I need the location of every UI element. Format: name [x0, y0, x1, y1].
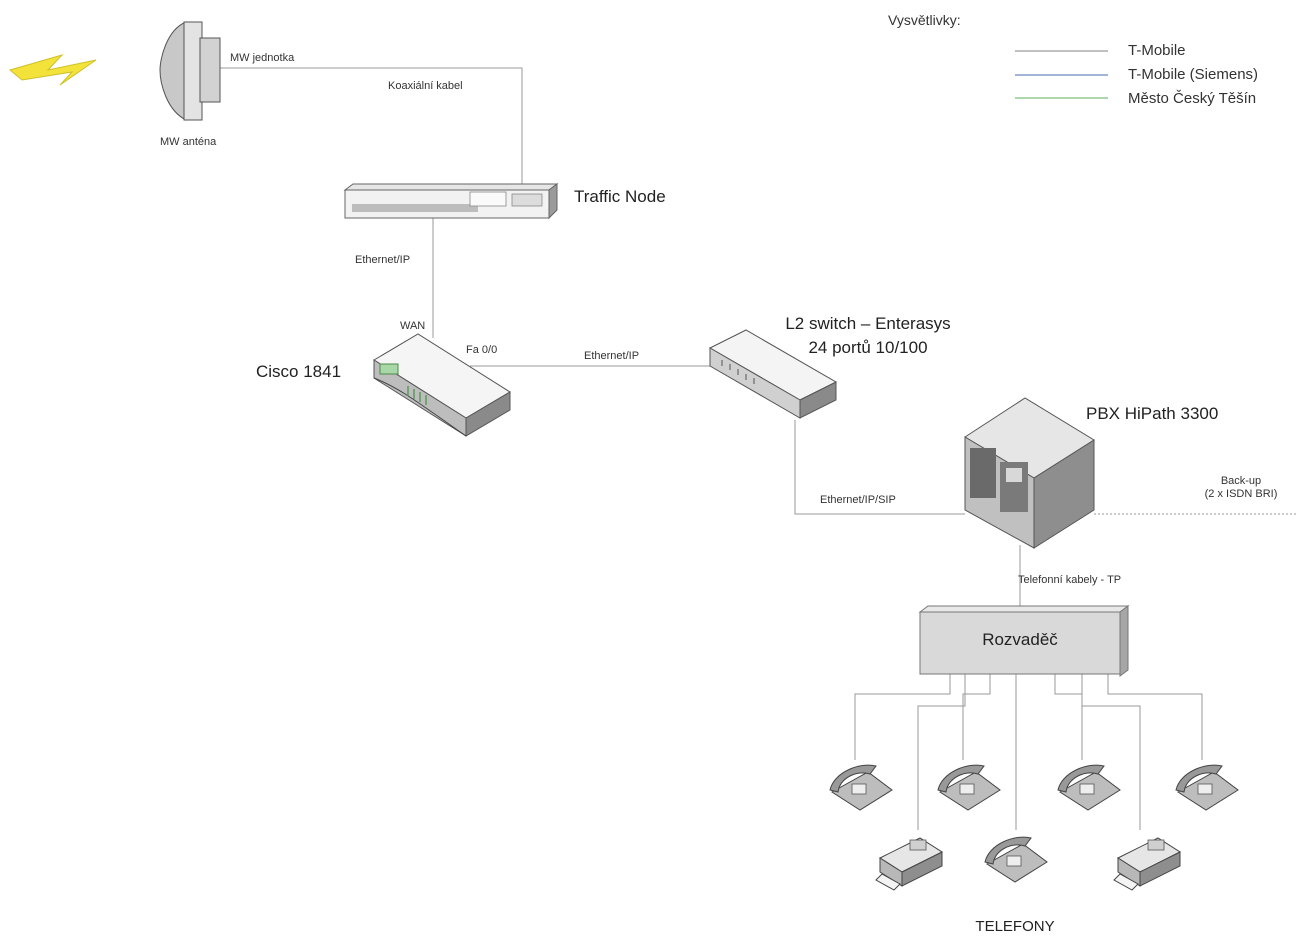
backup-label-line2: (2 x ISDN BRI)	[1204, 488, 1278, 500]
pbx-icon	[964, 397, 1095, 549]
phones-label: TELEFONY	[975, 918, 1055, 935]
connection-lines	[220, 67, 1296, 830]
phone-line-5	[1054, 672, 1083, 760]
mw-unit-label: MW jednotka	[230, 52, 295, 64]
traffic-node-label: Traffic Node	[574, 187, 666, 206]
fax-machine-icon	[875, 837, 944, 891]
fa-port-label: Fa 0/0	[466, 344, 498, 356]
coax-cable-label: Koaxiální kabel	[388, 80, 463, 92]
legend-swatches	[1015, 50, 1108, 99]
mw-antenna-label: MW anténa	[160, 136, 217, 148]
cisco-router-icon	[373, 333, 511, 437]
pbx-label: PBX HiPath 3300	[1086, 404, 1219, 423]
distributor-icon	[918, 605, 1130, 677]
phone-line-7	[1107, 672, 1203, 760]
mw-antenna-icon	[159, 21, 221, 121]
phone-line-6	[1081, 672, 1141, 830]
desk-phone-icon	[1175, 764, 1239, 811]
legend-title: Vysvětlivky:	[888, 12, 961, 28]
desk-phone-icon	[984, 836, 1048, 883]
phone-line-1	[854, 672, 951, 760]
backup-label-line1: Back-up	[1220, 475, 1262, 487]
cisco-router-label: Cisco 1841	[256, 362, 342, 381]
phones-group	[829, 764, 1239, 891]
phone-line-3	[962, 672, 991, 760]
microwave-lightning-icon	[8, 54, 97, 86]
desk-phone-icon	[829, 764, 893, 811]
ethernet-router-switch-label: Ethernet/IP	[584, 350, 640, 362]
ethernet-switch-pbx-label: Ethernet/IP/SIP	[820, 494, 896, 506]
traffic-node-icon	[343, 183, 559, 220]
phone-cables-label: Telefonní kabely - TP	[1018, 574, 1122, 586]
wan-port-label: WAN	[400, 320, 426, 332]
distributor-label: Rozvaděč	[982, 630, 1058, 649]
legend-item-siemens: T-Mobile (Siemens)	[1128, 66, 1259, 83]
l2-switch-icon	[708, 329, 838, 419]
phone-line-2	[917, 672, 966, 830]
fax-machine-icon	[1113, 837, 1182, 891]
desk-phone-icon	[1057, 764, 1121, 811]
legend-item-mesto: Město Český Těšín	[1128, 90, 1257, 107]
desk-phone-icon	[937, 764, 1001, 811]
switch-label-line2: 24 portů 10/100	[808, 338, 928, 357]
switch-label-line1: L2 switch – Enterasys	[785, 314, 951, 333]
ethernet-link-switch-pbx	[794, 420, 965, 515]
coax-link	[220, 67, 523, 188]
ethernet-tn-router-label: Ethernet/IP	[355, 254, 411, 266]
legend-item-tmobile: T-Mobile	[1128, 42, 1186, 59]
